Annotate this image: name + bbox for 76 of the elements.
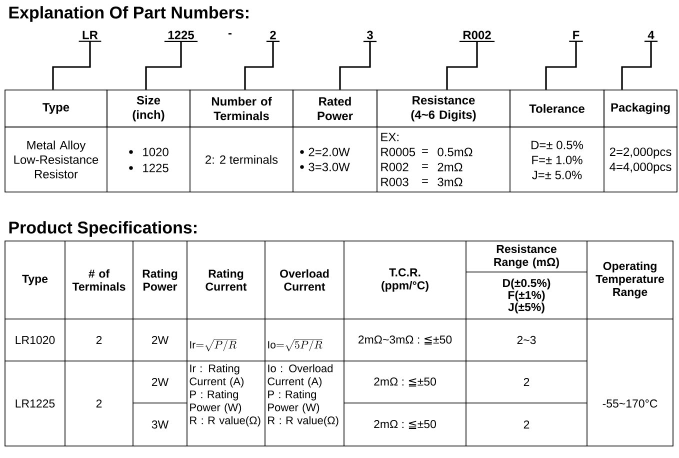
leader-line xyxy=(621,41,652,90)
column-header: Rated Power xyxy=(292,90,378,128)
value-text: 2: 2 terminals xyxy=(206,155,278,164)
code-segment: 3 xyxy=(363,30,377,42)
column-header: Type xyxy=(22,274,48,286)
leader-line xyxy=(446,41,478,90)
note-text: R : R value(Ω) xyxy=(190,416,260,426)
column-header: Type xyxy=(4,90,108,128)
value-text: 2mΩ xyxy=(438,162,462,172)
leader-line xyxy=(52,41,91,90)
value-text: 3mΩ xyxy=(438,178,462,186)
column-header: # of Terminals xyxy=(72,269,126,291)
value-text: 2 xyxy=(96,400,102,408)
column-header: Size (inch) xyxy=(106,90,190,128)
value-text: D=± 0.5% xyxy=(532,140,584,150)
equals-sign: = xyxy=(422,164,428,168)
value-text: F=± 1.0% xyxy=(532,156,582,164)
value-text: R003 xyxy=(381,178,408,186)
value-text: LR1020 xyxy=(16,336,55,344)
value-text: 2 xyxy=(524,420,530,429)
value-text: Metal Alloy Low-Resistance Resistor xyxy=(14,140,98,178)
column-header: Overload Current xyxy=(280,269,329,291)
value-text: 4=4,000pcs xyxy=(610,162,672,174)
value-text: EX: xyxy=(381,132,398,142)
leader-line xyxy=(145,41,182,90)
formula: $\mathrm{Ir}{=}\sqrt{P/R}$ xyxy=(190,339,237,352)
code-segment: R002 xyxy=(459,30,495,42)
value-text: J=± 5.0% xyxy=(532,170,582,180)
list-item: 1225 xyxy=(143,164,168,172)
leader-line xyxy=(244,41,274,90)
column-header: Tolerance xyxy=(510,90,604,128)
heading: Explanation Of Part Numbers: xyxy=(9,6,248,22)
separator-dash: - xyxy=(228,33,232,35)
column-header: D(±0.5%) F(±1%) J(±5%) xyxy=(503,278,550,314)
list-item: 3=3.0W xyxy=(308,162,350,172)
equals-sign: = xyxy=(422,179,428,183)
column-header: Operating Temperature Range xyxy=(596,262,664,298)
note-text: R : R value(Ω) xyxy=(268,416,338,426)
value-text: 2~3 xyxy=(517,336,536,344)
list-item: 1020 xyxy=(143,148,168,156)
value-text: 2W xyxy=(152,336,169,344)
list-item: 2=2.0W xyxy=(308,148,350,156)
value-text: 3W xyxy=(152,420,169,429)
column-header: Packaging xyxy=(604,90,678,128)
value-text: -55~170°C xyxy=(602,399,658,408)
code-segment: F xyxy=(569,30,583,42)
code-segment: 1225 xyxy=(164,30,198,42)
heading: Product Specifications: xyxy=(9,221,196,237)
column-header: Resistance Range (mΩ) xyxy=(494,244,559,268)
column-header: Rating Power xyxy=(142,269,178,291)
equals-sign: = xyxy=(422,149,428,153)
value-text: R0005 xyxy=(381,148,416,156)
code-segment: 4 xyxy=(644,30,658,42)
column-header: Rating Current xyxy=(206,269,247,291)
value-text: 2mΩ : ≦±50 xyxy=(374,420,436,429)
code-segment: 2 xyxy=(266,30,280,42)
note-text: Io : Overload Current (A) xyxy=(268,364,333,388)
column-header: T.C.R. (ppm/°C) xyxy=(382,268,428,292)
value-text: 2 xyxy=(524,378,530,386)
value-text: 2=2,000pcs xyxy=(610,148,672,158)
value-text: LR1225 xyxy=(16,399,55,408)
value-text: R002 xyxy=(381,162,408,172)
code-segment: LR xyxy=(78,30,102,42)
value-text: 2W xyxy=(152,378,169,386)
value-text: 0.5mΩ xyxy=(438,148,472,156)
column-header: Number of Terminals xyxy=(190,90,294,128)
note-text: P : Rating Power (W) xyxy=(268,390,320,414)
column-header: Resistance (4~6 Digits) xyxy=(376,90,510,128)
leader-line xyxy=(339,41,371,90)
value-text: 2mΩ : ≦±50 xyxy=(374,378,436,386)
formula: $\mathrm{Io}{=}\sqrt{5P/R}$ xyxy=(268,339,322,352)
leader-line xyxy=(545,41,577,90)
note-text: P : Rating Power (W) xyxy=(190,390,242,414)
value-text: 2mΩ~3mΩ : ≦±50 xyxy=(358,336,452,344)
note-text: Ir : Rating Current (A) xyxy=(190,364,244,388)
value-text: 2 xyxy=(96,336,102,344)
